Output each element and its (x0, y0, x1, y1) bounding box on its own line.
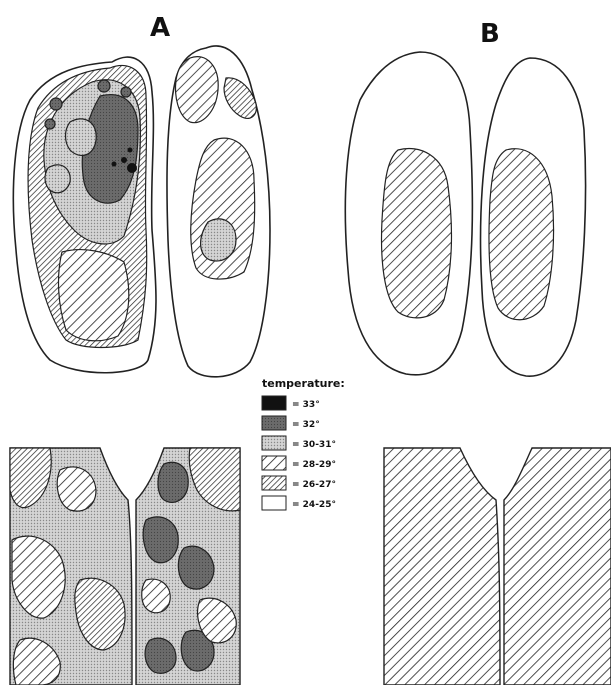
legend-item: = 24-25° (262, 496, 336, 510)
legend-item: = 33° (262, 396, 320, 410)
panel-label-a: A (150, 13, 170, 43)
legend-label-30: = 30-31° (292, 440, 336, 450)
legend-label-33: = 33° (292, 400, 320, 410)
legend-label-32: = 32° (292, 420, 320, 430)
legend-item: = 26-27° (262, 476, 336, 490)
legend-swatch-28 (262, 456, 286, 470)
toe-spot-3 (98, 80, 110, 92)
leg-b-left (384, 448, 500, 685)
legend-label-24: = 24-25° (292, 500, 336, 510)
panel-b-soles (345, 52, 585, 376)
panel-label-b: B (480, 19, 500, 49)
hot-spot-3 (112, 162, 117, 167)
hot-spot-2 (121, 157, 127, 163)
legend-swatch-33 (262, 396, 286, 410)
sole-a-right (167, 46, 270, 377)
sole-a-left-zone-30b (45, 165, 70, 193)
legend-swatch-30 (262, 436, 286, 450)
legend-label-26: = 26-27° (292, 480, 336, 490)
leg-a-right-zone-32b (143, 517, 178, 563)
sole-b-right-zone-28 (489, 149, 554, 320)
legend-item: = 30-31° (262, 436, 336, 450)
leg-b-right (504, 448, 611, 685)
legend-item: = 32° (262, 416, 320, 430)
sole-a-left (13, 57, 156, 373)
panel-a-soles (13, 46, 270, 377)
panel-b-legs (384, 448, 611, 685)
toe-spot-1 (50, 98, 62, 110)
sole-b-left-zone-28 (382, 149, 452, 318)
sole-a-left-island-30 (66, 119, 97, 156)
legend-swatch-26 (262, 476, 286, 490)
leg-a-right-zone-32d (145, 638, 176, 673)
sole-a-left-zone-28 (59, 250, 129, 341)
legend-swatch-24 (262, 496, 286, 510)
temperature-legend: temperature: = 33° = 32° = 30-31° = 28-2… (262, 377, 345, 510)
panel-a-legs (10, 448, 240, 685)
leg-a-right-zone-32a (158, 462, 188, 502)
hot-spot-1 (127, 163, 137, 173)
legend-label-28: = 28-29° (292, 460, 336, 470)
legend-item: = 28-29° (262, 456, 336, 470)
hot-spot-4 (128, 148, 133, 153)
toe-spot-2 (45, 119, 55, 129)
legend-swatch-32 (262, 416, 286, 430)
sole-a-right-mid-30 (201, 219, 236, 261)
toe-spot-4 (121, 87, 131, 97)
legend-title: temperature: (262, 377, 345, 390)
